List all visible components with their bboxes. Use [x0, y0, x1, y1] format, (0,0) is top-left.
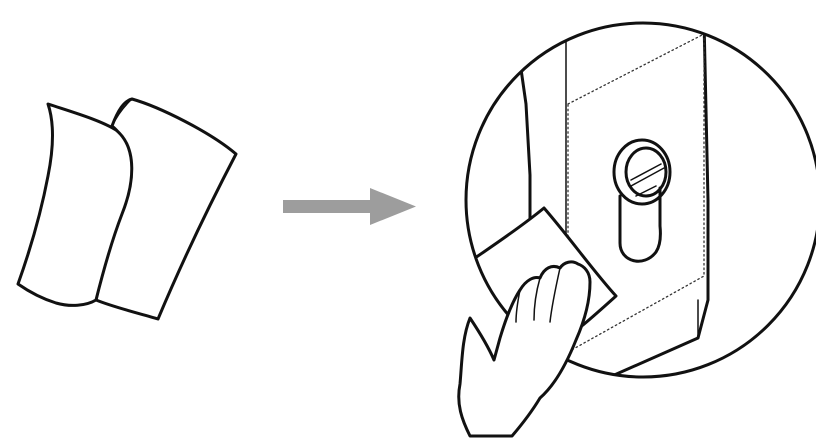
arrow-head: [370, 188, 416, 225]
lock-cylinder-face: [624, 146, 668, 198]
lock-cylinder-rim: [612, 138, 672, 206]
arrow-right-icon: [283, 188, 416, 225]
lock-cylinder: [612, 138, 672, 263]
cloth-front-panel: [16, 102, 134, 307]
cloth-icon: [16, 97, 238, 321]
arrow-shaft: [283, 200, 377, 213]
hand-finger-lines: [515, 267, 561, 323]
hand: [457, 260, 592, 438]
cloth-crease: [111, 98, 133, 127]
magnifier-lens-circle: [464, 21, 816, 379]
lock-keyway: [630, 163, 665, 197]
hand-wiping-lock-cylinder-icon: [457, 21, 816, 438]
lock-cylinder-body: [618, 186, 662, 263]
door-frame-right-edge: [610, 23, 710, 377]
